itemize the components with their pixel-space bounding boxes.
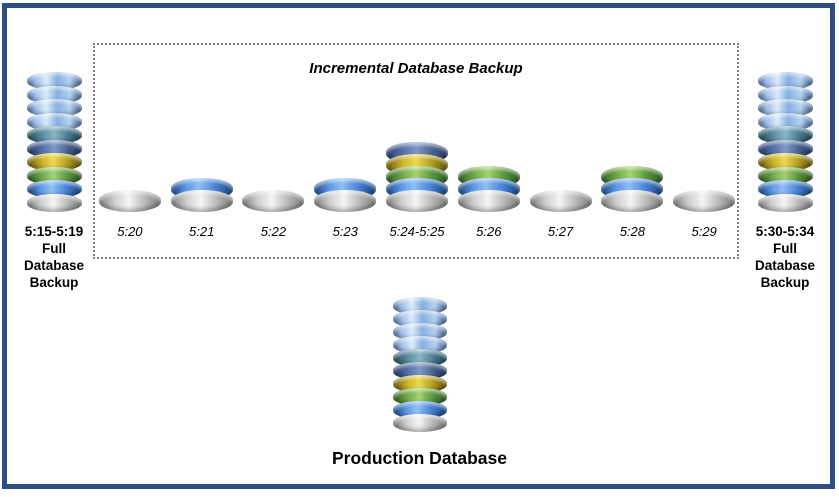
incremental-time-label: 5:23	[332, 224, 358, 239]
full-backup-right-label-line: Database	[754, 257, 816, 273]
full-backup-right-label-line: Backup	[760, 274, 810, 290]
database-disk-green	[26, 166, 82, 185]
database-disk-lightblue	[26, 72, 82, 90]
full-backup-left: 5:15-5:19 Full Database Backup	[4, 72, 104, 291]
full-backup-right-label: 5:30-5:34 Full Database Backup	[755, 223, 815, 291]
production-database: Production Database	[0, 297, 839, 469]
incremental-backup-column: 5:20	[94, 140, 166, 239]
incremental-stack	[529, 140, 592, 212]
incremental-time-label: 5:20	[117, 224, 143, 239]
incremental-backup-column: 5:26	[453, 140, 525, 239]
database-disk-teal	[757, 126, 813, 144]
incremental-backup-column: 5:22	[238, 140, 310, 239]
database-disk-gray	[386, 190, 449, 212]
database-disk-gray	[26, 193, 82, 212]
full-backup-left-label-line: Backup	[29, 274, 79, 290]
incremental-time-label: 5:24-5:25	[389, 224, 445, 239]
incremental-stack	[673, 140, 736, 212]
incremental-time-label: 5:27	[547, 224, 574, 239]
full-backup-right-label-line: Full	[772, 240, 797, 256]
incremental-time-label: 5:26	[476, 224, 502, 239]
full-backup-right-time: 5:30-5:34	[755, 223, 815, 239]
incremental-backup-title: Incremental Database Backup	[309, 60, 523, 77]
incremental-backup-column: 5:27	[525, 140, 597, 239]
database-disk-navy	[26, 139, 82, 158]
database-disk-lightblue	[757, 85, 813, 104]
database-disk-gray	[529, 190, 592, 212]
incremental-stack	[170, 140, 233, 212]
incremental-backup-column: 5:23	[309, 140, 381, 239]
database-disk-gray	[757, 193, 813, 212]
database-disk-gray	[98, 190, 161, 212]
incremental-stack	[601, 140, 664, 212]
database-disk-gray	[392, 414, 447, 432]
incremental-backup-box: Incremental Database Backup	[93, 43, 739, 259]
incremental-stack	[98, 140, 161, 212]
incremental-time-label: 5:21	[189, 224, 215, 239]
production-database-label: Production Database	[331, 448, 508, 468]
database-disk-yellow	[757, 153, 813, 171]
database-disk-lightblue	[26, 112, 82, 131]
database-disk-yellow	[26, 153, 82, 171]
database-disk-gray	[170, 190, 233, 212]
database-disk-gray	[242, 190, 305, 212]
database-disk-gray	[457, 190, 520, 212]
full-backup-right: 5:30-5:34 Full Database Backup	[735, 72, 835, 291]
database-disk-gray	[673, 190, 736, 212]
database-disk-blue	[26, 180, 82, 198]
database-disk-teal	[26, 126, 82, 144]
full-backup-left-label-line: Full	[41, 240, 66, 256]
incremental-time-label: 5:28	[619, 224, 646, 239]
database-disk-lightblue	[26, 85, 82, 104]
incremental-time-label: 5:29	[691, 224, 717, 239]
full-backup-left-stack	[26, 72, 82, 212]
full-backup-left-label-line: Database	[23, 257, 85, 273]
database-disk-lightblue	[757, 99, 813, 117]
full-backup-right-stack	[757, 72, 813, 212]
incremental-backup-column: 5:24-5:25	[381, 140, 453, 239]
incremental-time-label: 5:22	[260, 224, 287, 239]
incremental-backup-column: 5:21	[166, 140, 238, 239]
incremental-backup-column: 5:28	[596, 140, 668, 239]
incremental-stack	[457, 140, 520, 212]
database-disk-lightblue	[757, 112, 813, 131]
incremental-backups-row: 5:20 5:21 5:22 5:23 5:24-5:25 5:26 5:27 5:28 5:2…	[94, 140, 740, 239]
full-backup-left-time: 5:15-5:19	[24, 223, 84, 239]
database-disk-gray	[601, 190, 664, 212]
database-disk-lightblue	[757, 72, 813, 90]
incremental-stack	[314, 140, 377, 212]
production-database-stack	[392, 297, 447, 432]
incremental-stack	[242, 140, 305, 212]
database-disk-green	[757, 166, 813, 185]
incremental-backup-column: 5:29	[668, 140, 740, 239]
full-backup-left-label: 5:15-5:19 Full Database Backup	[24, 223, 84, 291]
database-disk-lightblue	[26, 99, 82, 117]
database-disk-navy	[757, 139, 813, 158]
incremental-stack	[386, 140, 449, 212]
database-disk-blue	[757, 180, 813, 198]
database-disk-gray	[314, 190, 377, 212]
